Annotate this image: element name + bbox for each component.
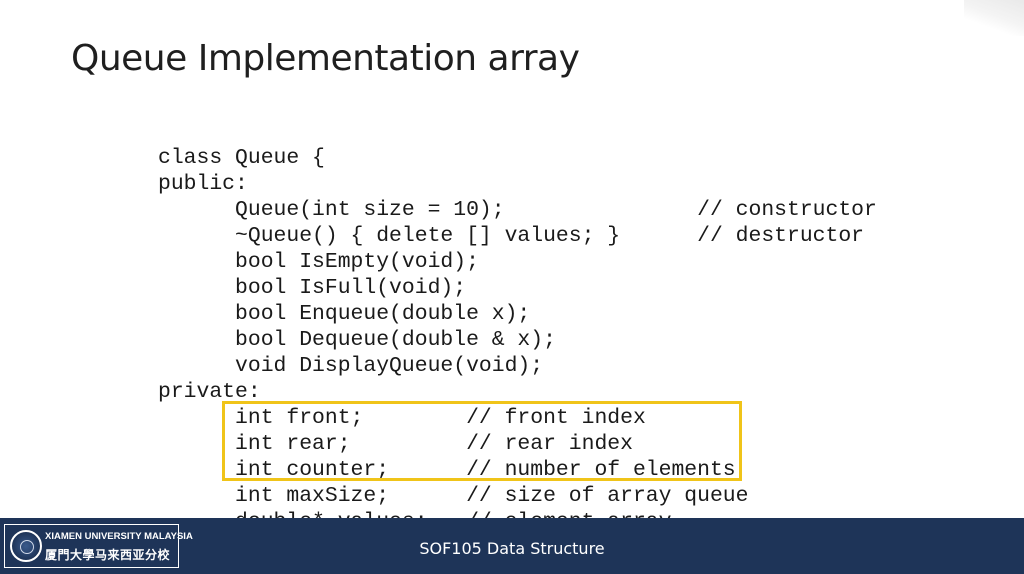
code-line: int maxSize; // size of array queue — [158, 484, 749, 508]
code-line: bool IsEmpty(void); — [158, 250, 479, 274]
code-line: bool Enqueue(double x); — [158, 302, 531, 326]
code-line: public: — [158, 172, 248, 196]
code-line: void DisplayQueue(void); — [158, 354, 544, 378]
code-line: int front; // front index — [158, 406, 646, 430]
code-line: class Queue { — [158, 146, 325, 170]
highlight-box — [222, 401, 742, 481]
code-line: int rear; // rear index — [158, 432, 633, 456]
corner-decoration — [964, 0, 1024, 36]
course-name: SOF105 Data Structure — [419, 539, 605, 558]
university-logo: XIAMEN UNIVERSITY MALAYSIA 厦門大學马来西亚分校 — [4, 524, 193, 568]
university-seal-icon — [10, 530, 42, 562]
code-line: bool Dequeue(double & x); — [158, 328, 556, 352]
code-line: bool IsFull(void); — [158, 276, 467, 300]
logo-english-text: XIAMEN UNIVERSITY MALAYSIA — [45, 531, 193, 542]
code-line: ~Queue() { delete [] values; } // destru… — [158, 224, 865, 248]
code-line: private: — [158, 380, 261, 404]
slide-title: Queue Implementation array — [71, 38, 580, 79]
code-line: Queue(int size = 10); // constructor — [158, 198, 877, 222]
logo-chinese-text: 厦門大學马来西亚分校 — [45, 548, 171, 562]
footer-bar: XIAMEN UNIVERSITY MALAYSIA 厦門大學马来西亚分校 SO… — [0, 518, 1024, 574]
